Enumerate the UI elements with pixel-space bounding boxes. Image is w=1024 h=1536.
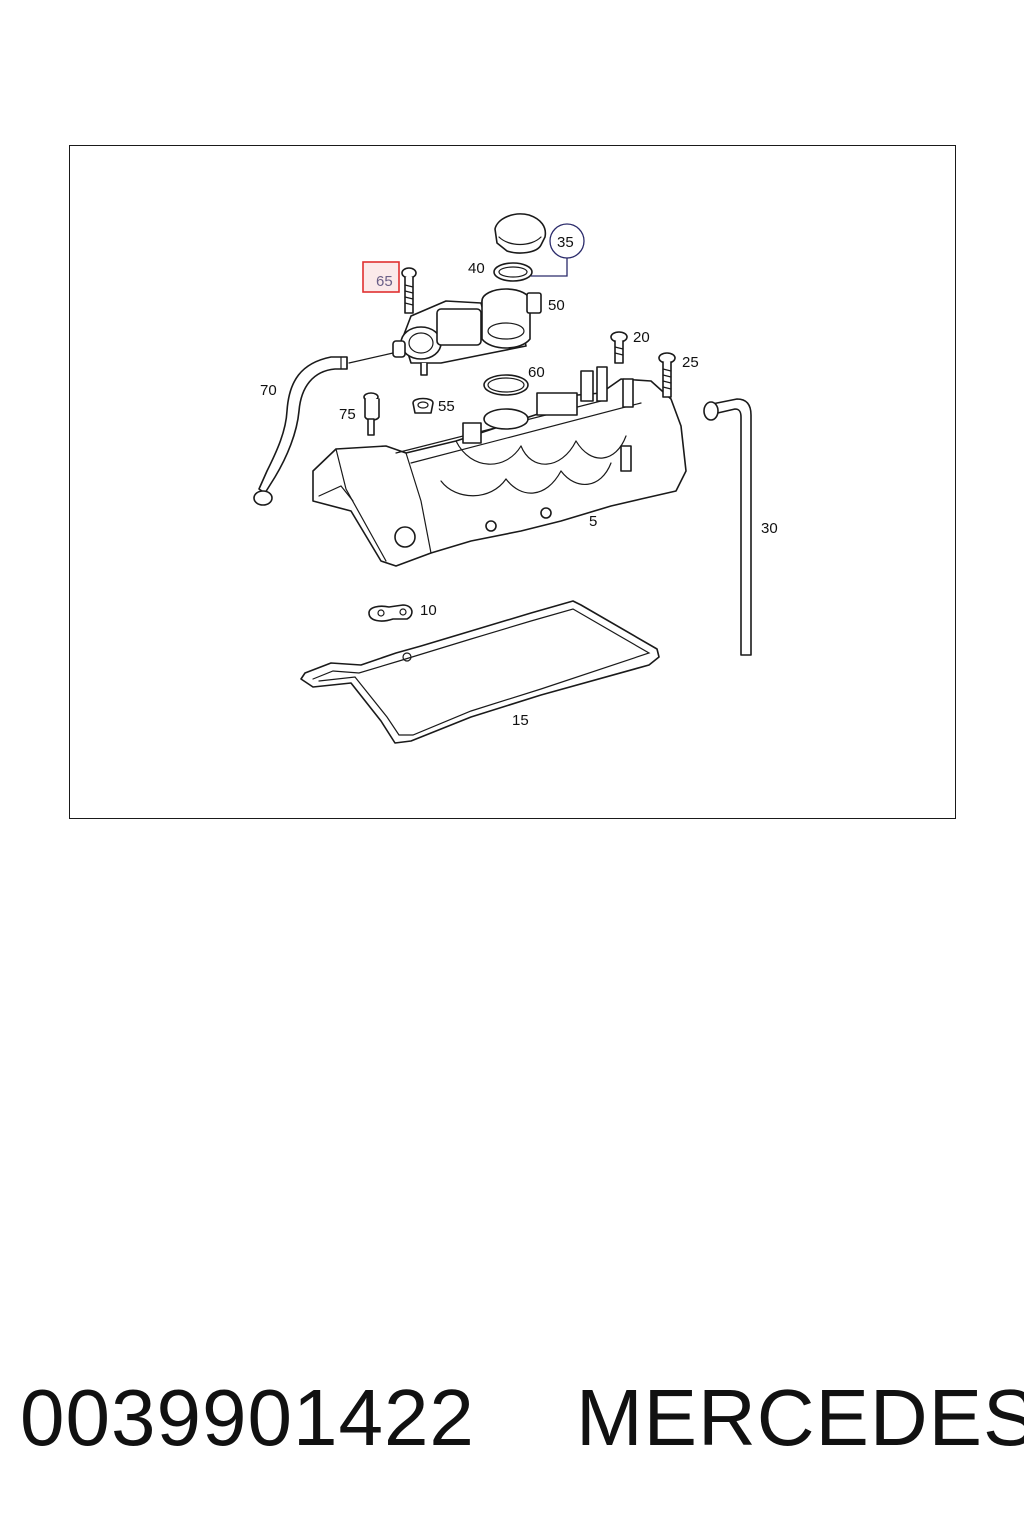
oil-filler-cap[interactable] (494, 213, 547, 254)
callout-35 (531, 223, 585, 277)
label-70: 70 (260, 382, 277, 399)
brand-name: MERCEDES (576, 1373, 1024, 1462)
seal-ring-40[interactable] (493, 262, 533, 282)
breather-hose-70[interactable] (253, 352, 394, 506)
sensor-75[interactable] (363, 392, 380, 436)
oil-separator-housing[interactable] (392, 288, 542, 376)
part-number: 0039901422 (20, 1373, 475, 1462)
cylinder-head-cover[interactable] (312, 366, 687, 567)
label-60: 60 (528, 364, 545, 381)
diagram-frame: 5 10 15 20 25 30 35 40 50 55 60 65 70 75 (69, 145, 956, 819)
bolt-25[interactable] (658, 352, 676, 398)
label-65[interactable]: 65 (376, 273, 393, 290)
label-35: 35 (557, 234, 574, 251)
o-ring-60[interactable] (483, 374, 529, 396)
plug-55[interactable] (412, 397, 434, 414)
highlight-box-65 (362, 261, 400, 293)
label-50: 50 (548, 297, 565, 314)
label-15: 15 (512, 712, 529, 729)
label-20: 20 (633, 329, 650, 346)
screw-65[interactable] (401, 267, 417, 314)
label-25: 25 (682, 354, 699, 371)
gasket-15[interactable] (300, 600, 660, 744)
label-75: 75 (339, 406, 356, 423)
label-30: 30 (761, 520, 778, 537)
caption: 0039901422 MERCEDES (0, 1368, 1024, 1468)
label-55: 55 (438, 398, 455, 415)
label-10: 10 (420, 602, 437, 619)
bolt-20[interactable] (610, 331, 628, 364)
label-5: 5 (589, 513, 597, 530)
exploded-parts-diagram: 5 10 15 20 25 30 35 40 50 55 60 65 70 75 (253, 213, 778, 744)
vent-pipe-30[interactable] (703, 398, 752, 656)
clip-10[interactable] (368, 604, 413, 622)
label-40: 40 (468, 260, 485, 277)
